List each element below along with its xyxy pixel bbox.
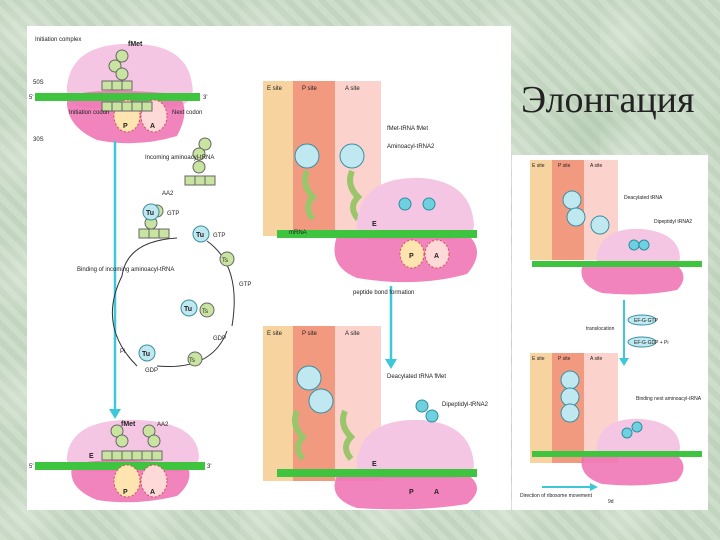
r-label-efg-gtp: EF-G·GTP	[634, 318, 659, 324]
right-diagram: E site P site A site Deacylated tRNA Dip…	[520, 160, 702, 505]
label-aa2: AA2	[162, 191, 174, 197]
r-label-efg-gdp: EF-G·GDP + Pi	[634, 340, 669, 346]
direction-arrowhead	[590, 483, 598, 491]
left-diagram: Initiation complex fMet 50S 30S 5' 3' In…	[29, 37, 489, 510]
bottom-ribosome: fMet AA2 5' 3' E P A	[29, 419, 211, 503]
slide-title: Элонгация	[521, 79, 695, 121]
middle-ribosome-2: E P A	[277, 399, 477, 510]
label-tu-4: Tu	[142, 351, 150, 358]
tu-complex: Tu AA2 GTP	[138, 191, 179, 239]
label-ts-2: Ts	[202, 309, 208, 315]
label-50s: 50S	[33, 80, 44, 86]
incoming-trna: Incoming aminoacyl-tRNA	[145, 137, 216, 186]
r-label-dipeptidyl: Dipeptidyl tRNA2	[654, 219, 692, 225]
right-ribosome-2	[532, 418, 702, 486]
r-label-translocation: translocation	[586, 326, 615, 332]
label-e-site-top: E site	[267, 86, 283, 92]
label-p-mid1: P	[409, 253, 414, 260]
label-ts-1: Ts	[222, 258, 228, 264]
label-a-site-top: A site	[345, 86, 360, 92]
label-gtp-1: GTP	[167, 211, 179, 217]
right-figure-panel: E site P site A site Deacylated tRNA Dip…	[512, 155, 708, 510]
right-arrowhead	[619, 358, 629, 366]
label-p-bottom: P	[123, 489, 128, 496]
label-e-site-bot: E site	[267, 331, 283, 337]
r-label-a-top: A site	[590, 163, 602, 169]
r-label-direction: Direction of ribosome movement	[520, 493, 593, 499]
r-label-figure-no: 9d	[608, 499, 614, 505]
label-aminoacyl-trna: Aminoacyl-tRNA2	[387, 144, 435, 150]
right-ribosome-1	[532, 228, 702, 295]
label-p-site-bot: P site	[302, 331, 318, 337]
label-next-codon: Next codon	[172, 110, 202, 116]
label-five-bottom: 5'	[29, 464, 33, 470]
label-binding: Binding of incoming aminoacyl-tRNA	[77, 267, 174, 273]
r-label-p-bot: P site	[558, 356, 571, 362]
label-e-mid2: E	[372, 461, 377, 468]
middle-ribosome-1: mRNA E P A	[277, 177, 477, 283]
middle-top: E site P site A site fMet-tRNA fMet Amin…	[263, 81, 435, 236]
label-fmet: fMet	[128, 41, 143, 48]
label-a-bottom: A	[150, 489, 155, 496]
initiation-complex: Initiation complex fMet 50S 30S 5' 3' In…	[29, 37, 207, 144]
label-fmet-bottom: fMet	[121, 421, 136, 428]
label-a-site: A	[150, 123, 155, 130]
label-e-mid1: E	[372, 221, 377, 228]
label-p-mid2: P	[409, 489, 414, 496]
left-figure-panel: Initiation complex fMet 50S 30S 5' 3' In…	[27, 26, 511, 510]
left-main-arrowhead	[109, 409, 121, 419]
label-30s: 30S	[33, 137, 44, 143]
label-fmet-trna: fMet-tRNA fMet	[387, 126, 428, 132]
r-label-e-top: E site	[532, 163, 545, 169]
middle-bottom: E site P site A site Deacylated tRNA fMe…	[263, 326, 489, 481]
r-label-e-bot: E site	[532, 356, 545, 362]
label-aa2-bottom: AA2	[157, 422, 169, 428]
r-label-a-bot: A site	[590, 356, 602, 362]
label-ts-3: Ts	[189, 358, 195, 364]
middle-arrowhead	[385, 359, 397, 369]
label-deacylated: Deacylated tRNA fMet	[387, 374, 446, 380]
efg-gdp-shape	[627, 336, 657, 348]
label-gtp-2: GTP	[213, 233, 225, 239]
ef-cycle: Tu GTP Ts GTP Tu Ts GDP Tu GDP Ts Pi Bin…	[77, 225, 251, 374]
label-tu-1: Tu	[146, 210, 154, 217]
r-label-binding-next: Binding next aminoacyl-tRNA	[636, 396, 702, 402]
label-tu-3: Tu	[184, 306, 192, 313]
label-init-codon: Initiation codon	[69, 110, 109, 116]
label-peptide-bond: peptide bond formation	[353, 290, 414, 296]
label-tu-2: Tu	[196, 232, 204, 239]
label-a-mid2: A	[434, 489, 439, 496]
label-init-complex: Initiation complex	[35, 37, 81, 43]
label-gdp-1: GDP	[213, 336, 226, 342]
label-mrna: mRNA	[289, 230, 307, 236]
label-five-prime: 5'	[29, 95, 33, 101]
label-three-prime: 3'	[203, 95, 207, 101]
label-a-site-bot: A site	[345, 331, 360, 337]
r-label-p-top: P site	[558, 163, 571, 169]
label-a-mid1: A	[434, 253, 439, 260]
label-gdp-2: GDP	[145, 368, 158, 374]
label-three-bottom: 3'	[207, 464, 211, 470]
label-pi: Pi	[120, 349, 125, 355]
label-p-site-top: P site	[302, 86, 318, 92]
label-gtp-3: GTP	[239, 282, 251, 288]
label-dipeptidyl: Dipeptidyl-tRNA2	[442, 402, 489, 408]
label-p-site: P	[123, 123, 128, 130]
label-incoming: Incoming aminoacyl-tRNA	[145, 155, 214, 161]
label-e-bottom: E	[89, 453, 94, 460]
r-label-deacylated: Deacylated tRNA	[624, 195, 663, 201]
efg-gtp-shape	[627, 314, 657, 326]
